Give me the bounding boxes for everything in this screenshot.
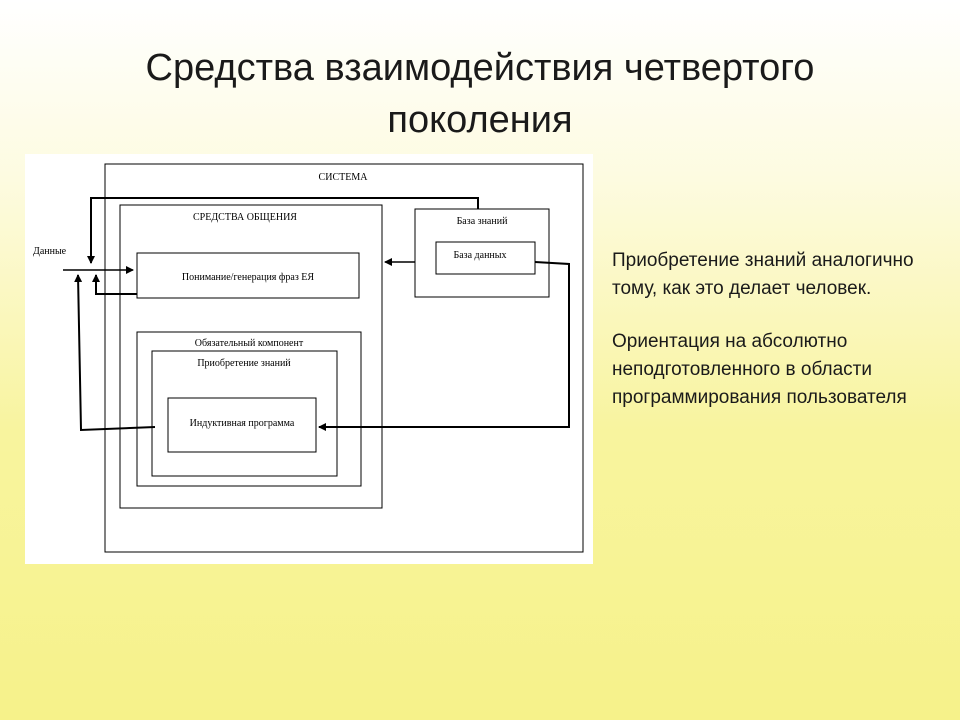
understanding-box [136,252,360,299]
knowledge-feedback-arrow [87,197,479,264]
knowledge-base-label: База знаний [457,216,509,227]
understanding-label: Понимание/генерация фраз ЕЯ [182,272,314,283]
knowledge-acquisition-label: Приобретение знаний [197,358,291,369]
side-text: Приобретение знаний аналогично тому, как… [612,247,942,437]
inductive-program-label: Индуктивная программа [190,418,295,429]
slide-title-line-2: поколения [387,99,573,141]
system-box [104,163,584,553]
paragraph-user-orientation: Ориентация на абсолютно неподготовленног… [612,331,907,408]
communication-box [119,204,383,509]
database-to-inductive-arrow [318,261,570,431]
diagram-canvas: СИСТЕМА СРЕДСТВА ОБЩЕНИЯ Понимание/генер… [33,163,584,553]
paragraph-knowledge-acquisition: Приобретение знаний аналогично тому, как… [612,250,914,299]
inductive-program-box [167,397,317,453]
database-label: База данных [453,250,506,261]
communication-label: СРЕДСТВА ОБЩЕНИЯ [193,212,297,223]
inductive-to-input-arrow [74,274,156,432]
system-label: СИСТЕМА [319,172,369,183]
data-input-label: Данные [33,246,67,257]
slide-title: Средства взаимодействия четвертого покол… [60,42,900,146]
system-diagram: СИСТЕМА СРЕДСТВА ОБЩЕНИЯ Понимание/генер… [25,154,593,564]
database-box [435,241,536,275]
understanding-output-arrow [92,274,137,295]
slide-title-line-1: Средства взаимодействия четвертого [145,47,815,89]
knowledge-acquisition-box [151,350,338,477]
learning-component-label: Обязательный компонент [195,338,304,349]
knowledge-base-box [414,208,550,298]
learning-component-box [136,331,362,487]
